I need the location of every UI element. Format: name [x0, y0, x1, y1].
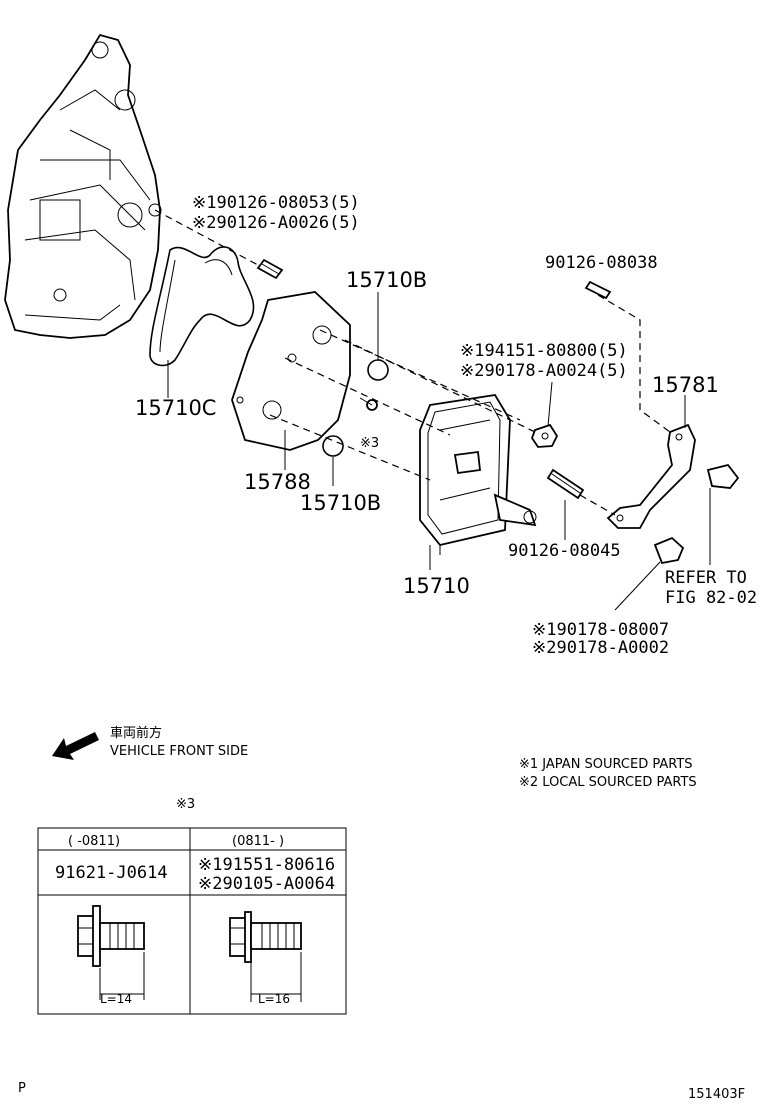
gasket-plate-15788-shape — [231, 291, 351, 451]
callout-bolt-top-2: ※290126-A0026(5) — [192, 213, 360, 233]
bracket-15781-shape — [606, 423, 696, 529]
nut2-icon — [653, 536, 685, 565]
vehicle-front-arrow-icon — [52, 732, 99, 760]
callout-bolt-top-1: ※190126-08053(5) — [192, 193, 360, 213]
stud-upper-icon — [584, 280, 612, 300]
bolt-icon — [256, 258, 284, 280]
table-ref-mark: ※3 — [176, 797, 195, 812]
engine-block-drawing — [4, 33, 162, 339]
callout-cooler: 15710 — [403, 574, 470, 598]
orientation-en: VEHICLE FRONT SIDE — [110, 744, 248, 759]
small-bolt-icon — [359, 397, 378, 411]
table-col2-range: (0811- ) — [232, 834, 284, 849]
bolt-l14-icon — [77, 905, 145, 1000]
callout-bolt-ref: ※3 — [360, 436, 379, 451]
table-col2-length: L=16 — [258, 992, 290, 1006]
callout-gasket: 15788 — [244, 470, 311, 494]
callout-gasket-c: 15710C — [135, 396, 216, 420]
legend-item-1: ※1 JAPAN SOURCED PARTS — [519, 757, 693, 772]
callout-bracket: 15781 — [652, 373, 719, 397]
oil-cooler-15710-shape — [419, 394, 537, 555]
stud-lower-icon — [546, 468, 585, 500]
leader-lines — [167, 292, 711, 611]
oring-upper-shape — [367, 359, 389, 381]
alignment-lines — [154, 209, 671, 516]
bolt-table — [37, 827, 347, 1015]
callout-stud-lower: 90126-08045 — [508, 541, 621, 561]
legend-item-2: ※2 LOCAL SOURCED PARTS — [519, 775, 697, 790]
bolt-l16-icon — [229, 911, 302, 1002]
nut-icon — [530, 423, 559, 448]
orientation-jp: 車両前方 — [110, 725, 162, 741]
callout-nut-1: ※194151-80800(5) — [460, 341, 628, 361]
callout-stud-right: 90126-08038 — [545, 253, 658, 273]
callout-oring-upper: 15710B — [346, 268, 427, 292]
oring-lower-shape — [322, 435, 344, 457]
gasket-15710c-shape — [149, 246, 255, 367]
table-col2-part-1: ※191551-80616 — [198, 855, 335, 875]
callout-refer-1: REFER TO — [665, 568, 747, 588]
callout-refer-2: FIG 82-02 — [665, 588, 757, 608]
footer-left-mark: P — [18, 1081, 26, 1096]
table-col2-part-2: ※290105-A0064 — [198, 874, 335, 894]
callout-nut2-2: ※290178-A0002 — [532, 638, 669, 658]
table-col1-part: 91621-J0614 — [55, 863, 168, 883]
callout-oring-lower: 15710B — [300, 491, 381, 515]
callout-nut-2: ※290178-A0024(5) — [460, 361, 628, 381]
footer-figure-id: 151403F — [688, 1087, 745, 1102]
callout-nut2-1: ※190178-08007 — [532, 620, 669, 640]
grommet-icon — [706, 463, 740, 489]
table-col1-length: L=14 — [100, 992, 132, 1006]
table-col1-range: ( -0811) — [68, 834, 120, 849]
